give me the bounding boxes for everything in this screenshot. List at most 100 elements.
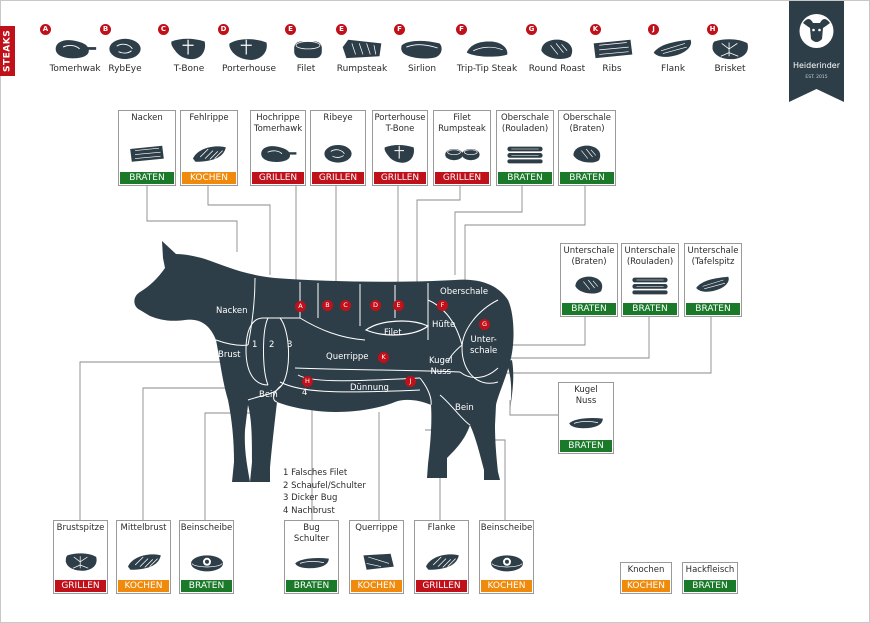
- cooking-method-tag: KOCHEN: [118, 580, 169, 592]
- cooking-method-tag: GRILLEN: [312, 172, 364, 184]
- steak-letter-badge: C: [158, 24, 169, 35]
- cow-badge-a: A: [295, 301, 306, 312]
- region-querrippe: Querrippe: [326, 352, 369, 362]
- cooking-method-tag: KOCHEN: [182, 172, 236, 184]
- cow-badge-g: G: [479, 319, 490, 330]
- brand-banner-icon: [789, 1, 844, 102]
- steak-letter-badge: D: [218, 24, 229, 35]
- cooking-method-tag: GRILLEN: [435, 172, 489, 184]
- cooking-method-tag: GRILLEN: [55, 580, 106, 592]
- cut-box-title: Knochen: [627, 565, 665, 575]
- cooking-method-tag: BRATEN: [623, 303, 677, 315]
- rump-steak-icon: [342, 39, 382, 59]
- region-3: 3: [287, 340, 293, 350]
- cut-box[interactable]: Oberschale (Rouladen)BRATEN: [496, 110, 554, 186]
- cooking-method-tag: KOCHEN: [622, 580, 670, 592]
- steak-name: Trip-Tip Steak: [456, 64, 518, 74]
- steak-name: Ribs: [602, 64, 622, 74]
- brand-logo: Heiderinder EST. 2015: [789, 1, 844, 102]
- cut-box[interactable]: Oberschale (Braten)BRATEN: [558, 110, 616, 186]
- shoulder-legend: 1 Falsches Filet 2 Schaufel/Schulter 3 D…: [283, 467, 366, 517]
- cooking-method-tag: BRATEN: [684, 580, 736, 592]
- cut-box-title: Oberschale (Rouladen): [500, 113, 550, 134]
- cooking-method-tag: BRATEN: [286, 580, 337, 592]
- steak-letter-badge: J: [648, 24, 659, 35]
- cooking-method-tag: BRATEN: [560, 440, 612, 452]
- steak-letter-badge: K: [590, 24, 601, 35]
- shank-steak-icon: [190, 555, 223, 572]
- region-brust: Brust: [218, 350, 241, 360]
- cooking-method-tag: GRILLEN: [374, 172, 426, 184]
- region-4: 4: [302, 388, 308, 398]
- steak-name: Brisket: [714, 64, 746, 74]
- filet-outline: [364, 320, 430, 336]
- porter-steak-icon: [229, 39, 267, 60]
- cow-badge-k: K: [378, 352, 389, 363]
- flank-steak-icon: [653, 39, 692, 57]
- region-kugel-nuss: Kugel Nuss: [429, 356, 453, 377]
- tbone-steak-icon: [171, 38, 206, 60]
- region-huefte: Hüfte: [432, 320, 456, 330]
- tomahawk-steak-icon: [261, 146, 297, 162]
- shank-steak-icon: [490, 555, 523, 572]
- steak-item[interactable]: K Ribs: [590, 24, 634, 74]
- cut-box-title: Kugel Nuss: [574, 385, 598, 406]
- cut-box-title: Filet Rumpsteak: [438, 113, 486, 134]
- steak-item[interactable]: H Brisket: [707, 24, 753, 74]
- region-2: 2: [269, 340, 275, 350]
- brisket-steak-icon: [712, 39, 748, 60]
- ribeye-steak-icon: [109, 38, 141, 60]
- steak-item[interactable]: F Trip-Tip Steak: [456, 24, 518, 74]
- cut-box-title: Nacken: [131, 113, 163, 123]
- cut-box-title: Oberschale (Braten): [562, 113, 612, 134]
- legend-item: 1 Falsches Filet: [283, 468, 348, 478]
- steak-name: Porterhouse: [221, 64, 277, 74]
- cut-box[interactable]: Unterschale (Braten)BRATEN: [560, 243, 618, 317]
- legend-item: 2 Schaufel/Schulter: [283, 480, 366, 491]
- steak-item[interactable]: D Porterhouse: [218, 24, 280, 74]
- steak-name: RybEye: [108, 64, 142, 74]
- steak-letter-badge: E: [336, 24, 347, 35]
- filet-steak-icon: [294, 41, 322, 59]
- flank2-steak-icon: [294, 558, 329, 569]
- steak-letter-badge: H: [707, 24, 718, 35]
- plate-steak-icon: [362, 553, 394, 570]
- cut-box-title: Brustspitze: [56, 523, 105, 533]
- cut-box-title: Hochrippe Tomerhawk: [253, 113, 303, 134]
- steak-name: Sirlion: [407, 64, 437, 74]
- legend-item: 3 Dicker Bug: [283, 493, 338, 503]
- region-unterschale: Unter- schale: [470, 335, 498, 356]
- steak-letter-badge: F: [456, 24, 467, 35]
- ribeye-steak-icon: [324, 145, 352, 163]
- cut-box[interactable]: Unterschale (Rouladen)BRATEN: [621, 243, 679, 317]
- cow-badge-d: D: [370, 300, 381, 311]
- cut-box-title: Beinscheibe: [480, 523, 533, 533]
- steak-name: Filet: [296, 64, 316, 74]
